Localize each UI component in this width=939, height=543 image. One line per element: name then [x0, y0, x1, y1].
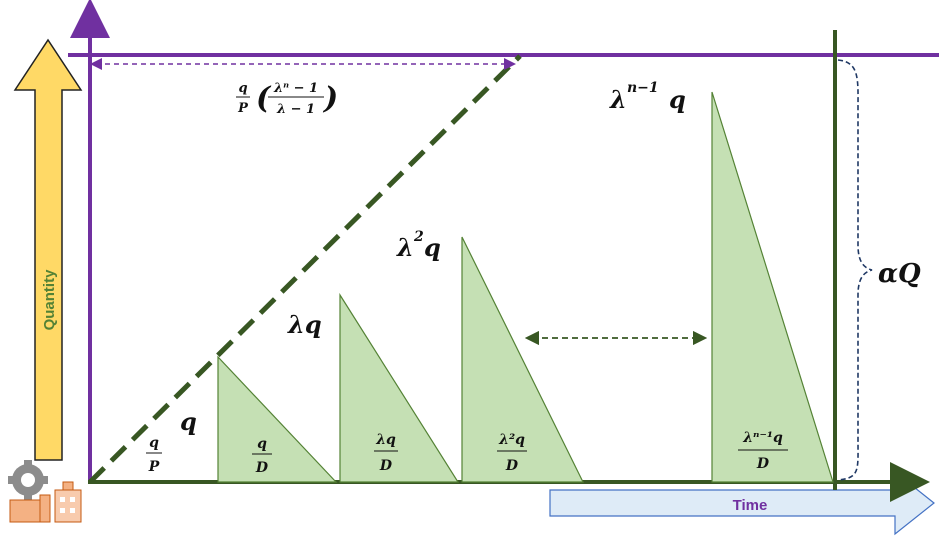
duration-fraction-3: λ²q D — [497, 432, 527, 474]
svg-text:P: P — [148, 459, 160, 475]
cycle-triangle-last — [711, 91, 834, 483]
cumulative-formula: q P ( λⁿ − 1 λ − 1 ) — [236, 81, 338, 117]
svg-text:λ − 1: λ − 1 — [276, 102, 315, 117]
svg-text:q: q — [424, 233, 441, 262]
max-level-label: αQ — [878, 259, 921, 289]
cycle-triangle-2 — [339, 292, 460, 483]
time-label: Time — [733, 497, 768, 514]
svg-text:): ) — [322, 81, 338, 116]
peak-label-1: q — [180, 407, 197, 436]
factory-gear-icon — [8, 460, 82, 523]
duration-fraction-2: λq D — [374, 432, 398, 474]
peak-label-2: λq — [287, 310, 322, 339]
peak-label-last: λ n−1 q — [609, 80, 686, 114]
svg-text:q: q — [149, 435, 159, 451]
svg-text:P: P — [237, 101, 249, 116]
svg-text:λq: λq — [375, 432, 396, 448]
svg-text:n−1: n−1 — [627, 80, 659, 96]
svg-text:D: D — [505, 458, 519, 474]
svg-text:2: 2 — [413, 229, 424, 245]
svg-text:q: q — [669, 85, 686, 114]
quantity-arrow: Quantity — [13, 38, 83, 461]
svg-text:D: D — [255, 460, 269, 476]
peak-label-3: λ 2 q — [396, 229, 441, 262]
svg-text:(: ( — [256, 81, 272, 116]
duration-fraction-last: λⁿ⁻¹q D — [738, 430, 788, 472]
cycle-triangle-3 — [461, 236, 584, 483]
svg-text:q: q — [257, 436, 267, 452]
duration-fraction-1: q D — [252, 436, 272, 476]
svg-text:λ: λ — [609, 85, 627, 114]
svg-text:D: D — [756, 456, 770, 472]
svg-text:λⁿ − 1: λⁿ − 1 — [273, 81, 318, 96]
quantity-label: Quantity — [41, 269, 58, 330]
svg-text:D: D — [379, 458, 393, 474]
svg-text:λⁿ⁻¹q: λⁿ⁻¹q — [742, 430, 783, 446]
svg-text:λ²q: λ²q — [498, 432, 525, 448]
production-dashed-line — [88, 54, 522, 484]
svg-text:λ: λ — [396, 233, 414, 262]
cycle-triangle-1 — [217, 355, 338, 483]
max-level-brace — [837, 59, 873, 481]
svg-text:q: q — [238, 81, 247, 96]
q-over-p-fraction: q P — [146, 435, 162, 475]
